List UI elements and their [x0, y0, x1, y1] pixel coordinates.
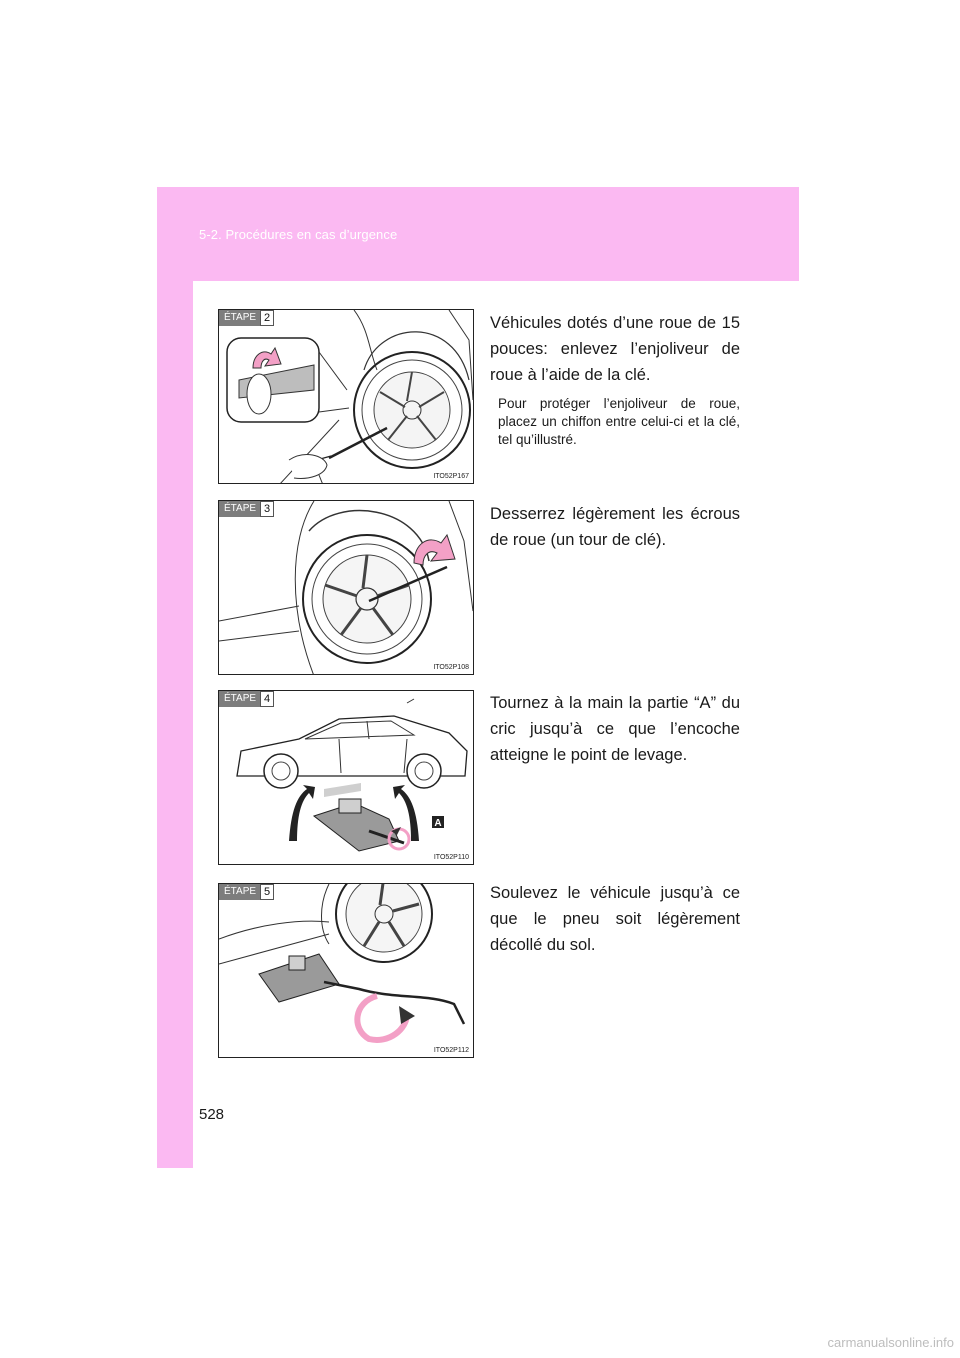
step-3-text: Desserrez légèrement les écrous de roue …: [490, 501, 740, 553]
callout-a-label: A: [434, 818, 441, 829]
step-label: ÉTAPE: [219, 501, 261, 517]
step-label: ÉTAPE: [219, 310, 261, 326]
step-number: 4: [260, 691, 275, 707]
watermark-url[interactable]: carmanualsonline.info: [827, 1335, 954, 1350]
image-code: ITO52P108: [433, 664, 469, 671]
step-number: 5: [260, 884, 275, 900]
step-badge: ÉTAPE 2: [219, 310, 275, 326]
step-2-text: Véhicules dotés d’une roue de 15 pouces:…: [490, 310, 740, 449]
step-badge: ÉTAPE 4: [219, 691, 275, 707]
step-label: ÉTAPE: [219, 884, 261, 900]
image-code: ITO52P112: [433, 1047, 469, 1054]
step-2-note: Pour protéger l’enjoliveur de roue, plac…: [498, 396, 740, 447]
wheel-cover-removal-drawing: [226, 310, 473, 483]
step-4-illustration: ÉTAPE 4 A ITO52P110: [218, 690, 474, 865]
step-5-text: Soulevez le véhicule jusqu’à ce que le p…: [490, 880, 740, 958]
step-number: 2: [260, 310, 275, 326]
step-3-instruction: Desserrez légèrement les écrous de roue …: [490, 505, 740, 549]
step-badge: ÉTAPE 5: [219, 884, 275, 900]
image-code: ITO52P167: [433, 473, 469, 480]
step-5-instruction: Soulevez le véhicule jusqu’à ce que le p…: [490, 884, 740, 954]
step-label: ÉTAPE: [219, 691, 261, 707]
image-code: ITO52P110: [433, 854, 469, 861]
step-number: 3: [260, 501, 275, 517]
step-3-illustration: ÉTAPE 3 ITO52P108: [218, 500, 474, 675]
loosen-lug-nuts-drawing: [219, 501, 473, 674]
step-badge: ÉTAPE 3: [219, 501, 275, 517]
header-band: [157, 187, 799, 281]
jack-and-car-drawing: A: [236, 698, 468, 852]
raise-vehicle-drawing: [219, 884, 466, 1043]
step-5-illustration: ÉTAPE 5 ITO52P112: [218, 883, 474, 1058]
page-number: 528: [199, 1106, 225, 1123]
section-header: 5-2. Procédures en cas d’urgence: [199, 227, 398, 242]
side-band: [157, 187, 193, 1168]
step-4-text: Tournez à la main la partie “A” du cric …: [490, 690, 740, 768]
step-4-instruction: Tournez à la main la partie “A” du cric …: [490, 694, 740, 764]
step-2-instruction: Véhicules dotés d’une roue de 15 pouces:…: [490, 314, 740, 384]
step-2-illustration: ÉTAPE 2 ITO52P167: [218, 309, 474, 484]
